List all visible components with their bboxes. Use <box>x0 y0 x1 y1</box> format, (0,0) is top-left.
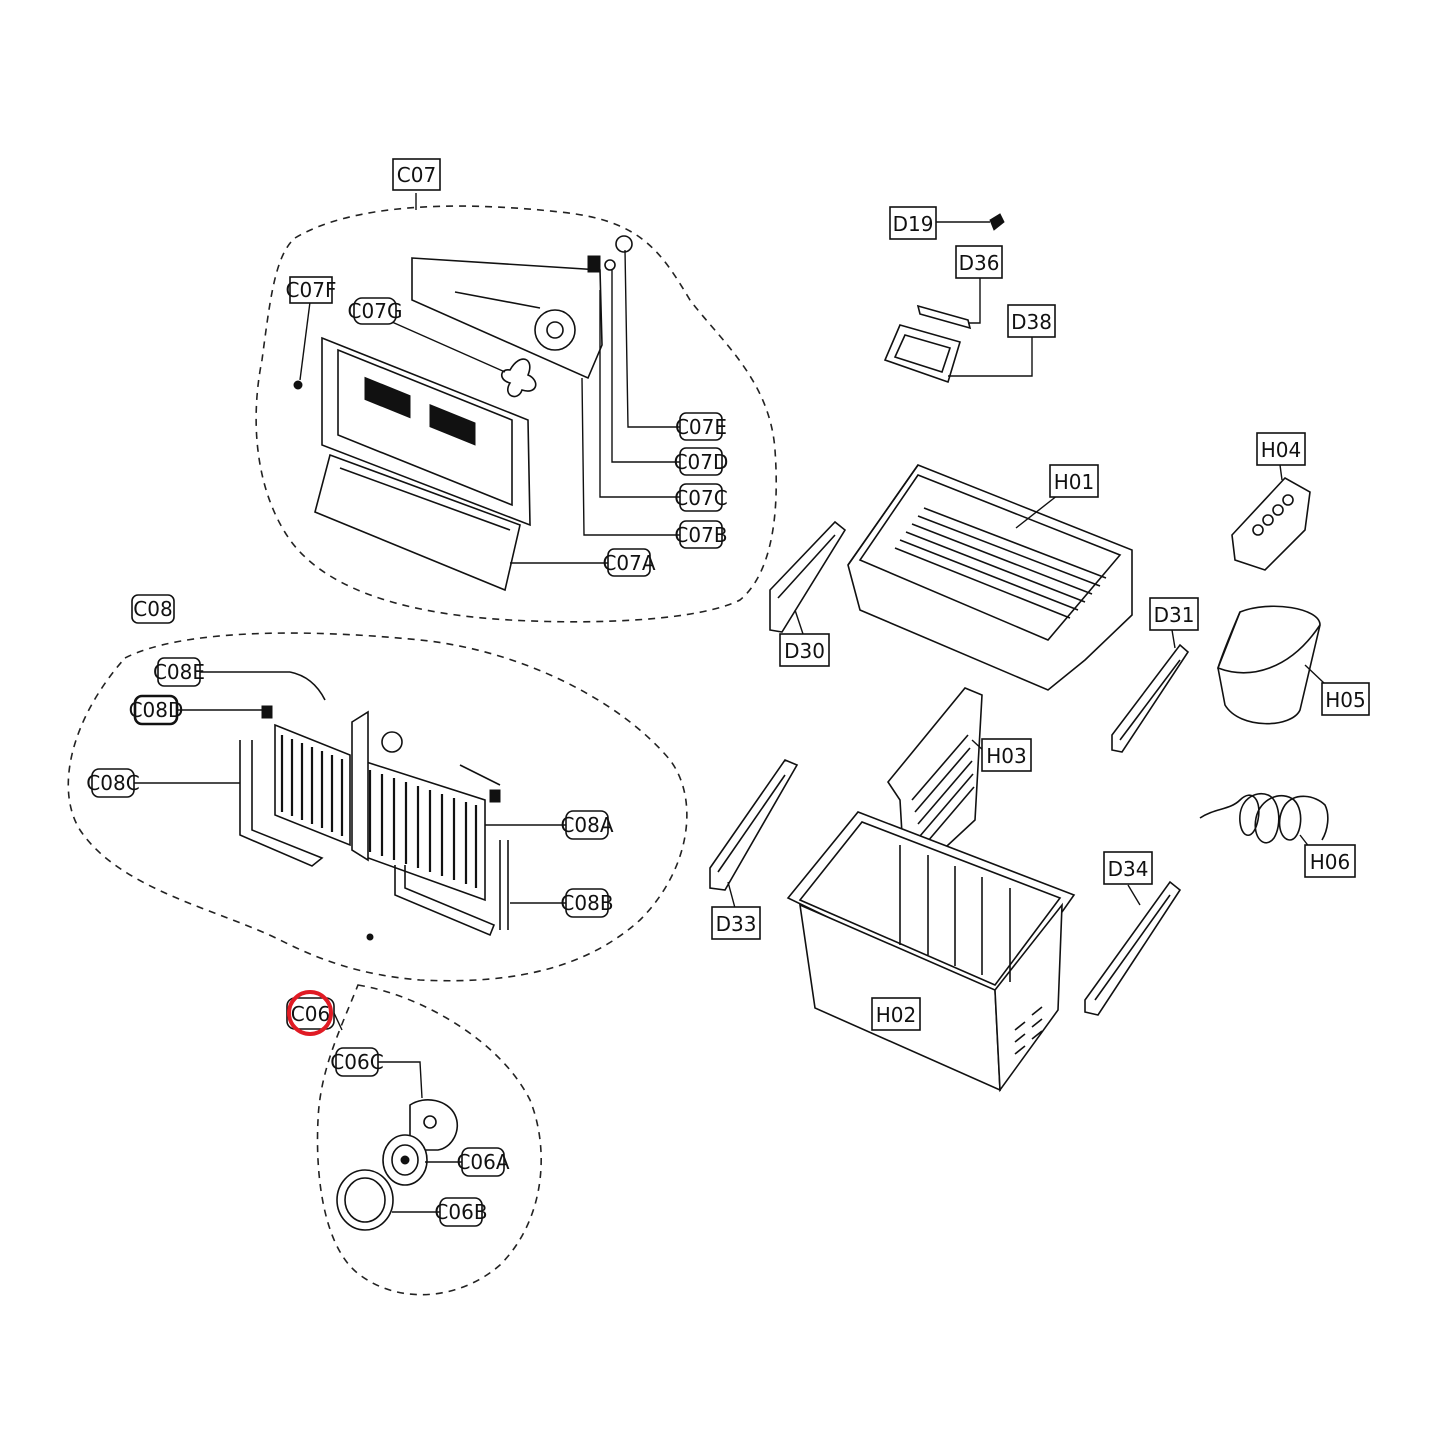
svg-text:D19: D19 <box>893 212 934 236</box>
svg-text:C06: C06 <box>291 1002 330 1026</box>
svg-text:D36: D36 <box>959 251 1000 275</box>
label-d30[interactable]: D30 <box>779 633 830 667</box>
evaporator-c08 <box>239 671 509 941</box>
label-c07[interactable]: C07 <box>392 158 441 191</box>
svg-text:H05: H05 <box>1325 688 1366 712</box>
label-c08a[interactable]: C08A <box>560 810 614 840</box>
svg-text:C07C: C07C <box>674 486 727 510</box>
svg-text:C07F: C07F <box>286 278 337 302</box>
svg-text:C08D: C08D <box>129 698 184 722</box>
label-c07g[interactable]: C07G <box>348 297 403 325</box>
label-d33[interactable]: D33 <box>711 906 761 940</box>
group-c08-outline <box>67 632 688 982</box>
lower-drawer-h02 <box>786 811 1076 1093</box>
svg-text:C07B: C07B <box>674 523 727 547</box>
svg-text:C08E: C08E <box>153 660 205 684</box>
label-c07a[interactable]: C07A <box>602 548 656 577</box>
svg-text:D33: D33 <box>716 912 757 936</box>
label-c08c[interactable]: C08C <box>86 768 140 798</box>
svg-text:C06B: C06B <box>434 1200 487 1224</box>
label-h05[interactable]: H05 <box>1321 682 1370 716</box>
label-c07c[interactable]: C07C <box>674 483 728 512</box>
group-c07-outline <box>255 205 778 623</box>
rail-d33 <box>709 759 799 891</box>
label-c08d[interactable]: C08D <box>129 694 184 726</box>
svg-text:C08B: C08B <box>560 891 613 915</box>
egg-tray-h04 <box>1231 476 1311 571</box>
group-c06-outline <box>316 984 542 1296</box>
svg-text:C06A: C06A <box>456 1150 509 1174</box>
label-d36[interactable]: D36 <box>955 245 1003 279</box>
svg-text:H01: H01 <box>1054 470 1095 494</box>
svg-text:D38: D38 <box>1011 310 1052 334</box>
svg-text:C08: C08 <box>133 597 172 621</box>
svg-text:C06C: C06C <box>330 1050 383 1074</box>
tube-coil-h06 <box>1199 793 1329 844</box>
label-c07f[interactable]: C07F <box>286 276 337 304</box>
highlight-circle <box>287 990 333 1036</box>
svg-text:D34: D34 <box>1108 857 1149 881</box>
svg-text:C07: C07 <box>397 163 436 187</box>
svg-text:C07D: C07D <box>674 450 729 474</box>
svg-text:D30: D30 <box>784 639 825 663</box>
rail-d30 <box>769 520 847 633</box>
label-d31[interactable]: D31 <box>1149 597 1199 631</box>
fan-housing-c07 <box>293 235 633 592</box>
bin-h05 <box>1217 605 1321 725</box>
fan-motor-c06 <box>336 1099 459 1231</box>
label-c06b[interactable]: C06B <box>434 1197 488 1227</box>
label-c06c[interactable]: C06C <box>330 1047 384 1077</box>
label-c08b[interactable]: C08B <box>560 888 614 918</box>
label-d34[interactable]: D34 <box>1103 851 1153 885</box>
label-c06a[interactable]: C06A <box>456 1147 510 1177</box>
svg-text:C08A: C08A <box>560 813 613 837</box>
label-h04[interactable]: H04 <box>1256 432 1306 466</box>
svg-text:D31: D31 <box>1154 603 1195 627</box>
svg-text:H06: H06 <box>1310 850 1351 874</box>
label-d38[interactable]: D38 <box>1007 304 1056 338</box>
svg-text:C07A: C07A <box>602 551 655 575</box>
label-c07d[interactable]: C07D <box>674 447 729 476</box>
cover-parts-d36-d38 <box>883 213 1005 384</box>
label-c06[interactable]: C06 <box>286 990 335 1036</box>
label-c08e[interactable]: C08E <box>153 657 205 687</box>
label-h02[interactable]: H02 <box>871 997 921 1031</box>
svg-text:H03: H03 <box>986 744 1027 768</box>
svg-text:C08C: C08C <box>86 771 139 795</box>
svg-text:C07G: C07G <box>348 299 403 323</box>
label-c08[interactable]: C08 <box>131 594 175 624</box>
label-h03[interactable]: H03 <box>981 738 1032 772</box>
label-h06[interactable]: H06 <box>1304 844 1356 878</box>
rail-d31 <box>1111 643 1190 753</box>
label-d19[interactable]: D19 <box>889 206 937 240</box>
label-c07b[interactable]: C07B <box>674 520 728 549</box>
svg-text:C07E: C07E <box>675 415 727 439</box>
rail-d34 <box>1084 880 1182 1016</box>
svg-text:H04: H04 <box>1261 438 1302 462</box>
svg-text:H02: H02 <box>876 1003 917 1027</box>
label-h01[interactable]: H01 <box>1049 464 1099 498</box>
label-c07e[interactable]: C07E <box>675 412 727 441</box>
upper-drawer-h01 <box>847 464 1133 691</box>
